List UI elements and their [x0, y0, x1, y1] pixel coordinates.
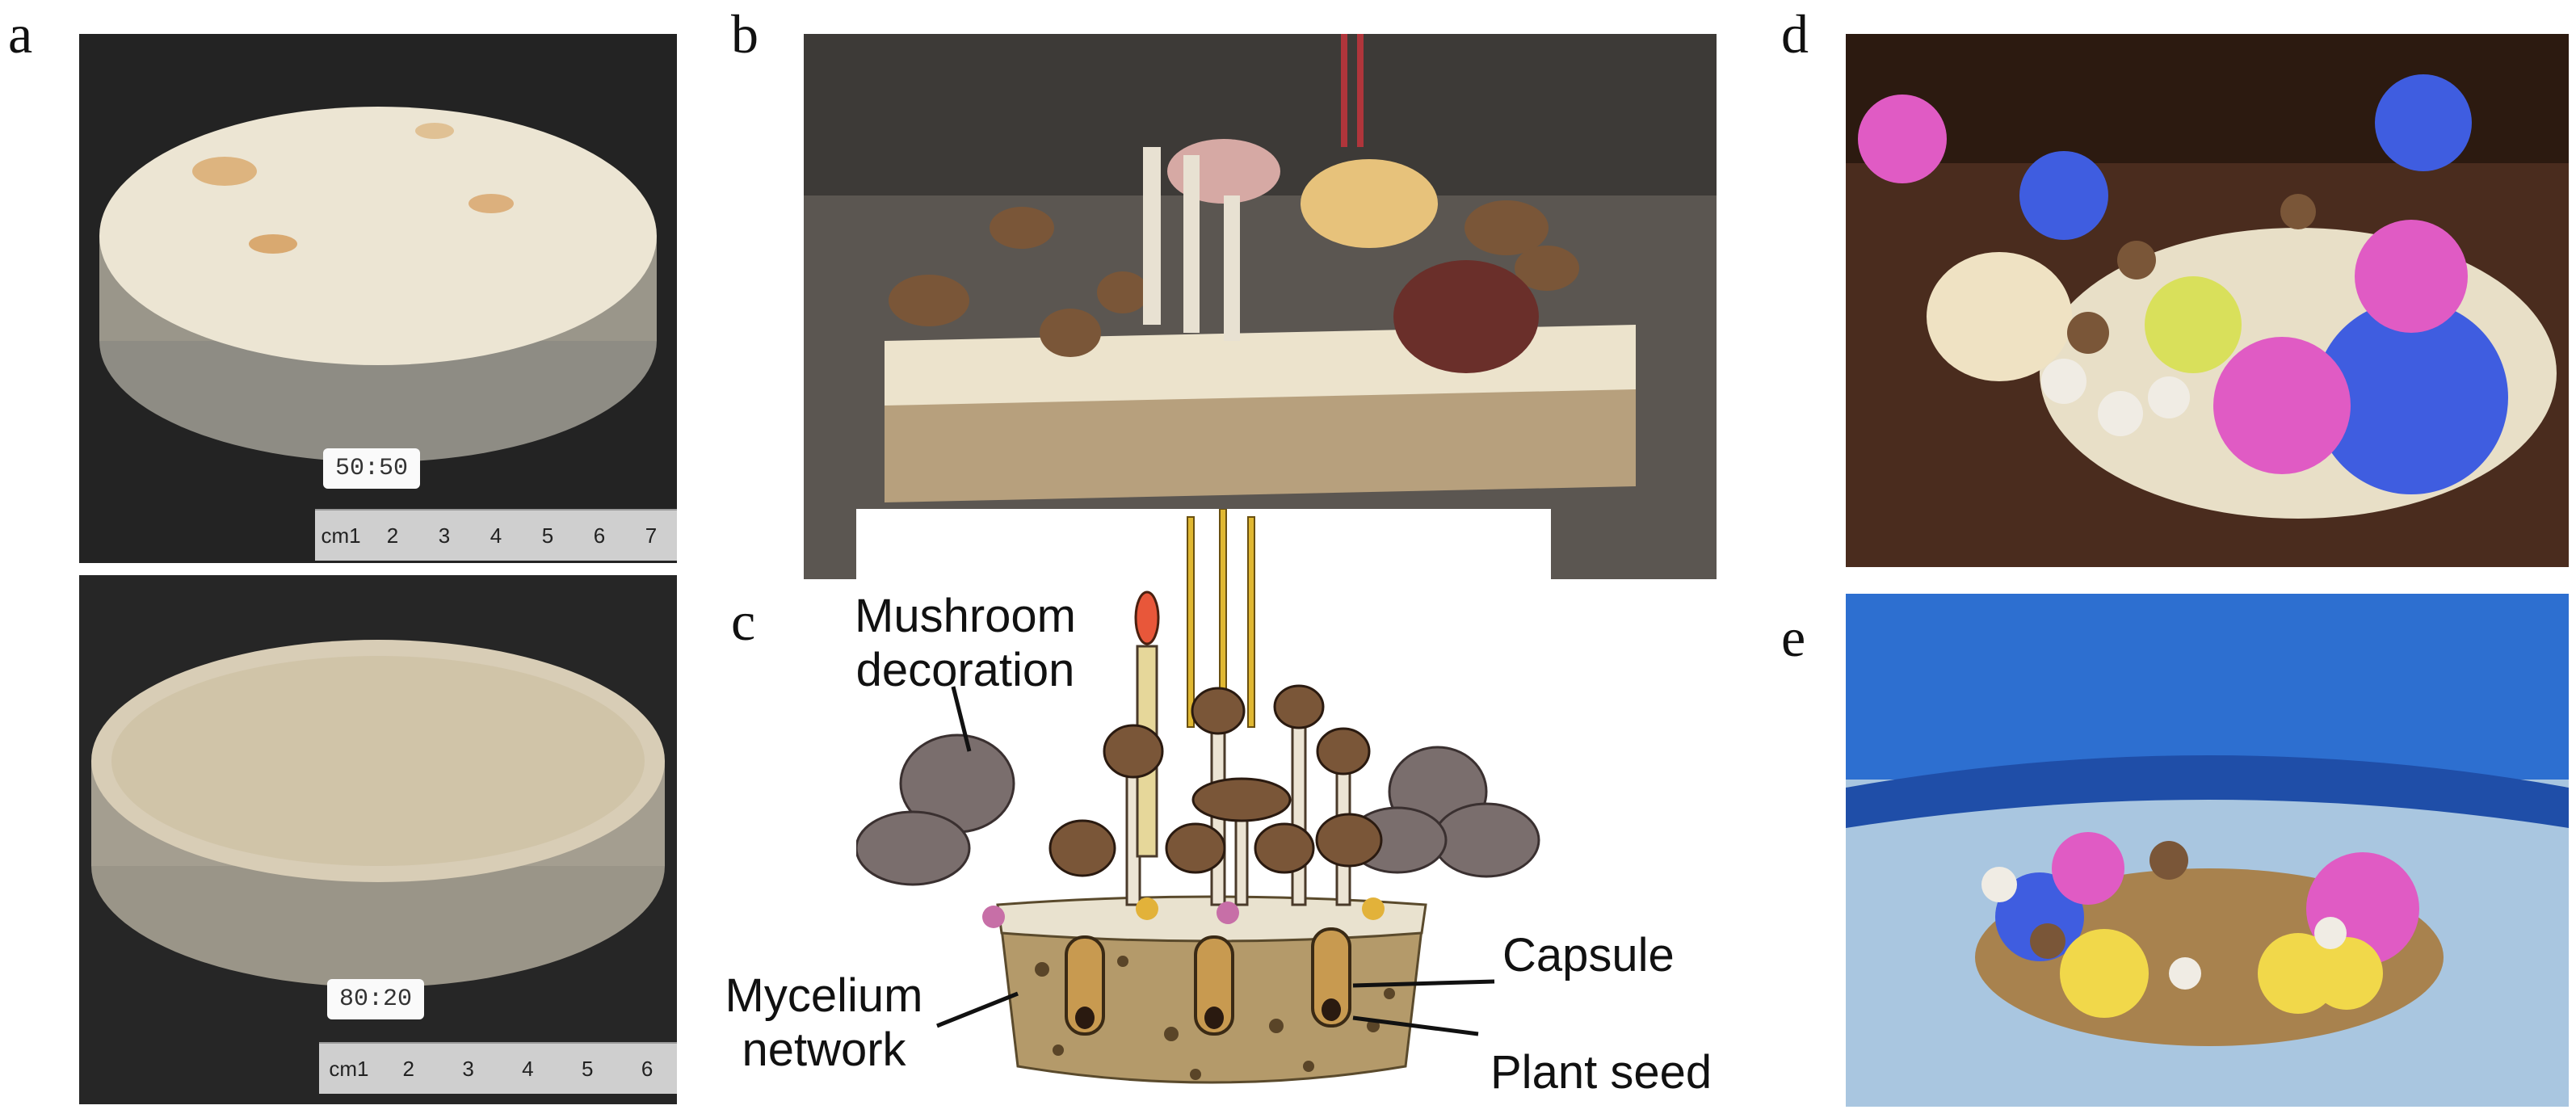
- ruler-mark: 3: [438, 523, 451, 548]
- ruler-mark: 3: [462, 1056, 474, 1081]
- ruler-mark: 7: [645, 523, 658, 548]
- ruler-mark: 2: [402, 1056, 414, 1081]
- photo-mycelium-disk-80-20: [79, 575, 677, 1104]
- panel-letter-b: b: [731, 3, 759, 65]
- panel-letter-d: d: [1781, 3, 1809, 65]
- ruler-mark: cm1: [321, 523, 361, 548]
- ruler-mark: 4: [522, 1056, 534, 1081]
- ruler-mark: 6: [593, 523, 606, 548]
- ruler-mark: cm1: [329, 1056, 369, 1081]
- panel-letter-c: c: [731, 591, 756, 652]
- photo-floating-disk-water: [1846, 594, 2569, 1107]
- label-plant-seed: Plant seed: [1490, 1046, 1712, 1099]
- ruler-mark: 4: [490, 523, 502, 548]
- photo-flower-mushroom-disks: [1846, 34, 2569, 567]
- ruler-bottom: cm1 2 3 4 5 6: [319, 1042, 677, 1094]
- ruler-mark: 2: [386, 523, 399, 548]
- ratio-tag-80-20: 80:20: [327, 979, 424, 1019]
- ruler-top: cm1 2 3 4 5 6 7: [315, 509, 677, 561]
- label-mushroom-decoration: Mushroom decoration: [855, 590, 1076, 696]
- illustration-mycelium-pot: [856, 509, 1551, 1099]
- ratio-tag-50-50: 50:50: [323, 448, 420, 489]
- panel-letter-e: e: [1781, 607, 1806, 668]
- photo-mycelium-disk-50-50: [79, 34, 677, 563]
- label-mycelium-network: Mycelium network: [725, 969, 923, 1076]
- ruler-mark: 5: [541, 523, 554, 548]
- panel-letter-a: a: [8, 3, 33, 65]
- ruler-mark: 6: [641, 1056, 653, 1081]
- photo-mushroom-arrangement: [804, 34, 1717, 579]
- ruler-mark: 5: [581, 1056, 594, 1081]
- label-capsule: Capsule: [1502, 929, 1675, 981]
